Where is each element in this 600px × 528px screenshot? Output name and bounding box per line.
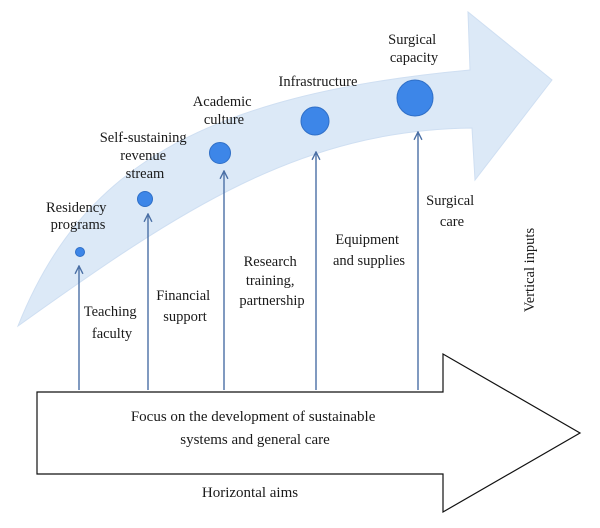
milestone-node-infrastructure [300, 106, 330, 136]
milestone-label-residency: Residency programs [46, 200, 110, 233]
milestone-label-revenue: Self-sustaining revenue stream [100, 130, 191, 182]
milestone-label-academic: Academic culture [193, 94, 255, 128]
input-label-financial: Financial support [156, 288, 214, 325]
milestone-node-residency [75, 247, 85, 257]
input-label-teaching: Teaching faculty [84, 304, 141, 342]
milestone-label-infrastructure: Infrastructure [279, 74, 358, 90]
milestone-node-capacity [396, 79, 434, 117]
vertical-inputs-label: Vertical inputs [522, 228, 538, 313]
input-label-research: Research training, partnership [239, 254, 304, 309]
input-label-surgical-care: Surgical care [426, 193, 478, 230]
milestone-node-academic [209, 142, 231, 164]
horizontal-aims-label: Horizontal aims [202, 485, 298, 501]
horizontal-aims-arrow [36, 352, 582, 514]
main-arrow-text: Focus on the development of sustainable … [131, 409, 379, 448]
milestone-node-revenue [137, 191, 153, 207]
input-label-equipment: Equipment and supplies [333, 232, 405, 269]
milestone-label-capacity: Surgical capacity [388, 32, 440, 66]
